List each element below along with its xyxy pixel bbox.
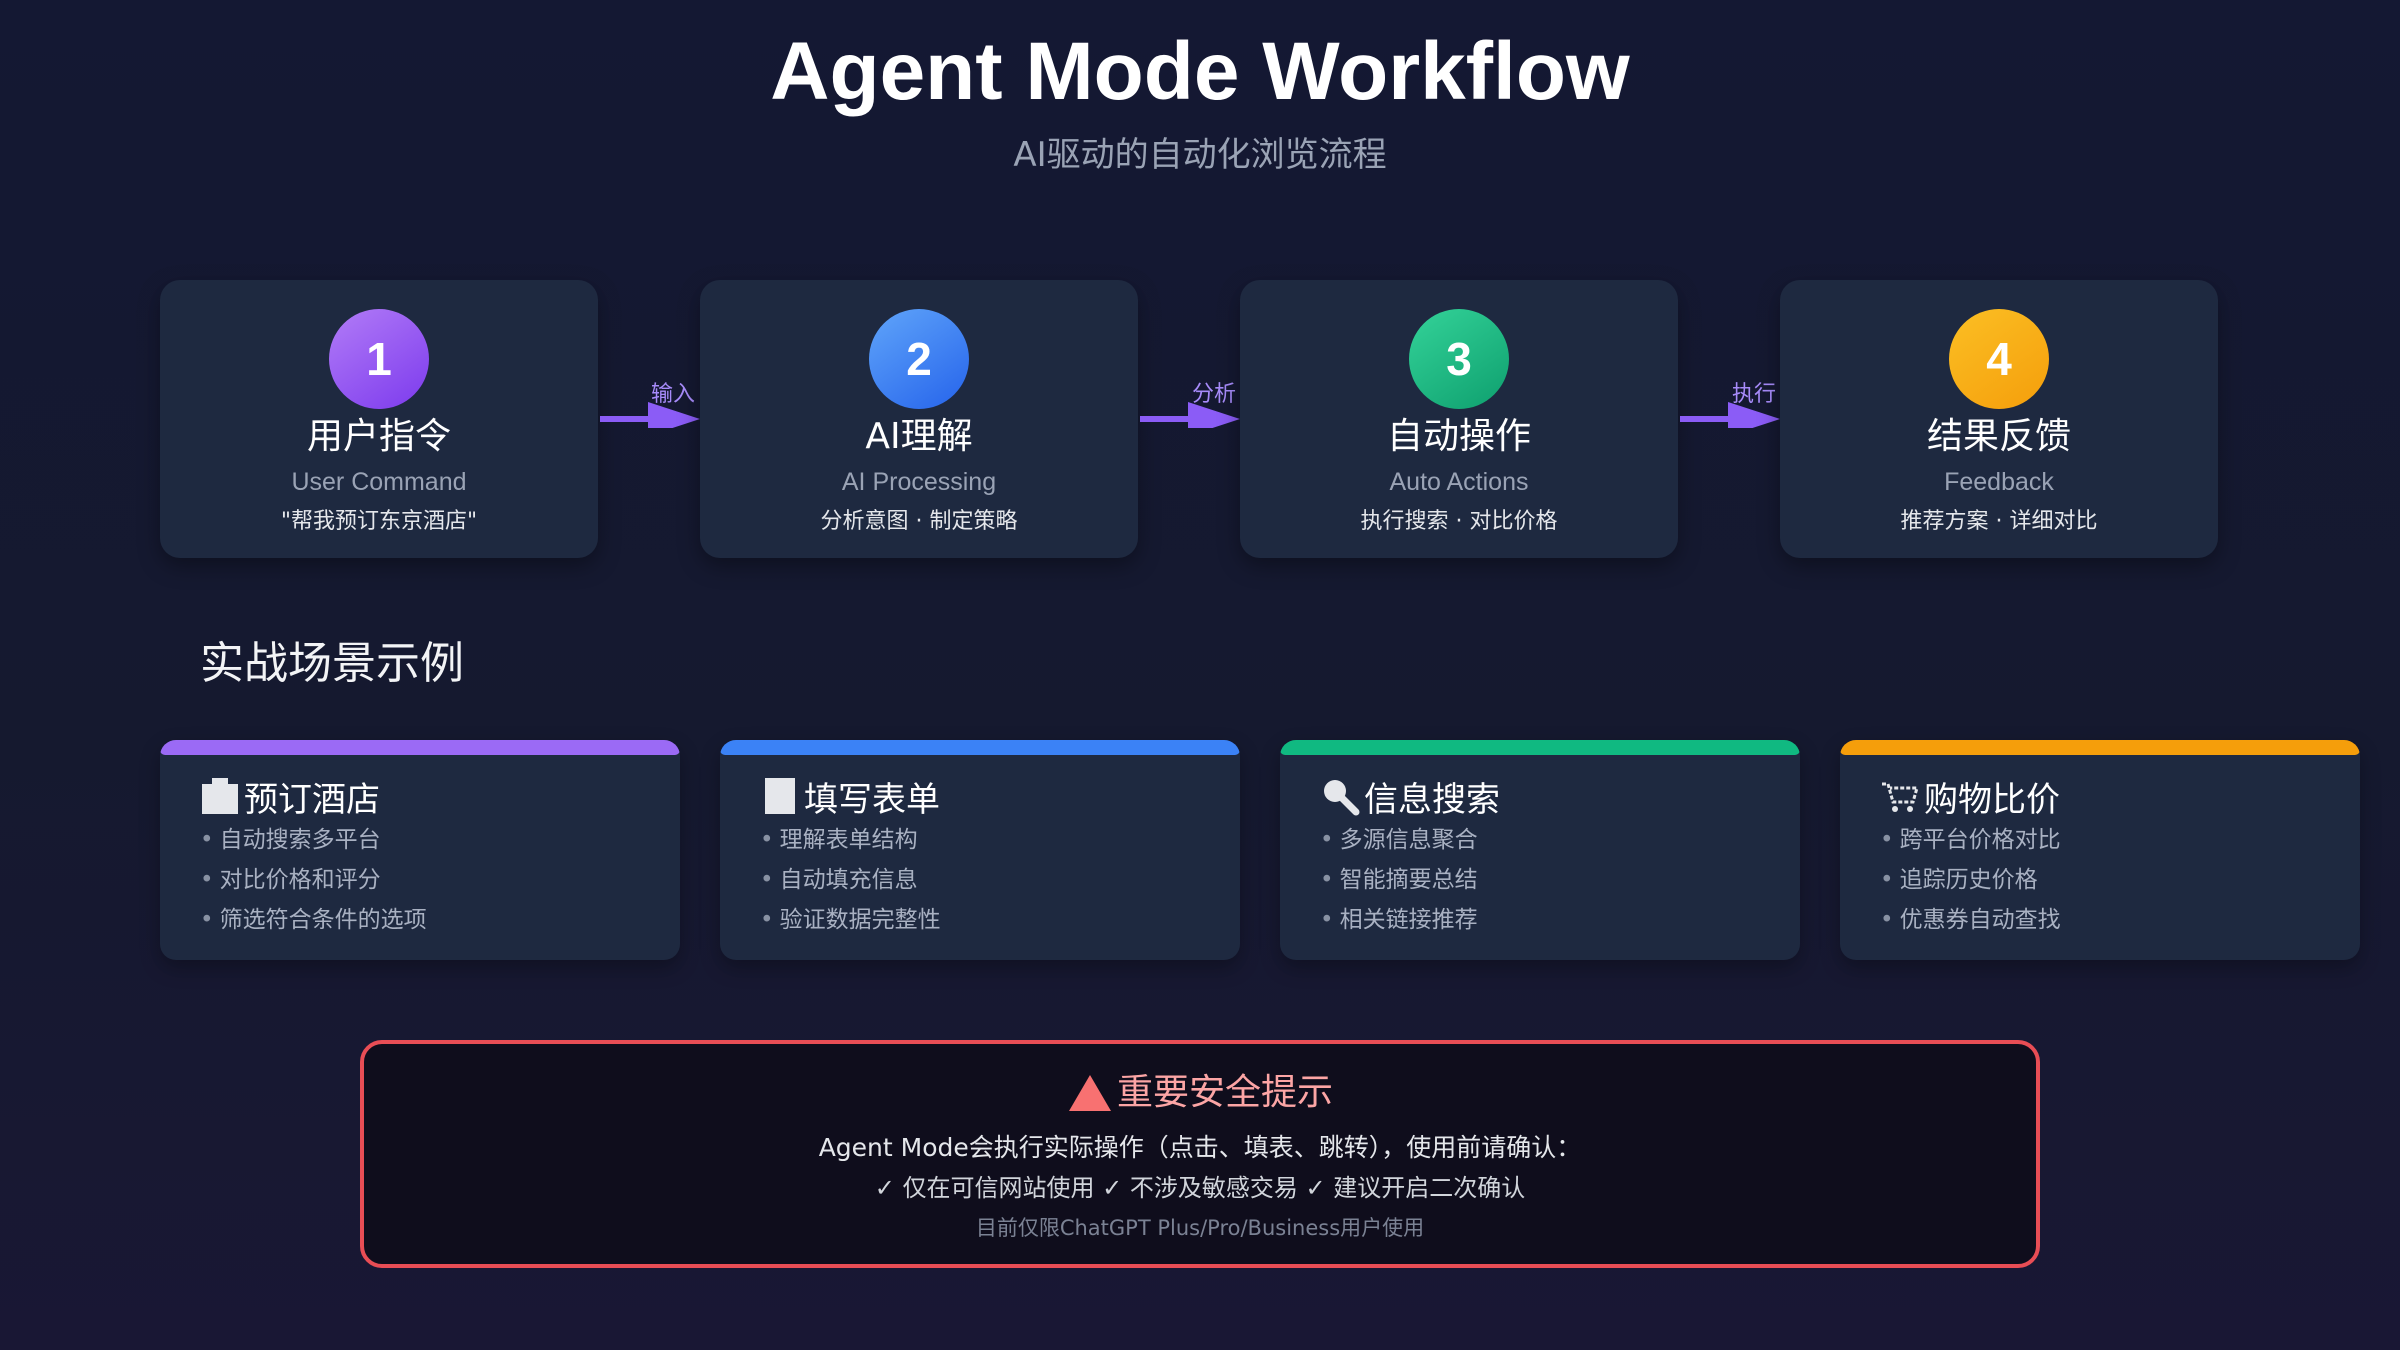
arrow-right-icon <box>600 402 700 428</box>
step-title: 用户指令 <box>306 416 451 457</box>
section-title: 实战场景示例 <box>200 638 464 689</box>
list-item: •优惠券自动查找 <box>1880 907 2061 933</box>
scenario-bullets: •自动搜索多平台 •对比价格和评分 •筛选符合条件的选项 <box>200 820 427 940</box>
page-title: Agent Mode Workflow <box>770 26 1630 117</box>
scenario-title: 预订酒店 <box>244 779 380 820</box>
list-item: •追踪历史价格 <box>1880 867 2038 893</box>
scenario-card-hotel: 预订酒店 •自动搜索多平台 •对比价格和评分 •筛选符合条件的选项 <box>160 740 680 960</box>
page-subtitle: AI驱动的自动化浏览流程 <box>1013 135 1387 175</box>
list-item: •自动填充信息 <box>760 867 918 893</box>
step-subtitle: Feedback <box>1944 468 2054 496</box>
scenario-header: 信息搜索 <box>1320 768 1500 824</box>
shopping-cart-icon <box>1882 782 1919 812</box>
warning-checklist: ✓ 仅在可信网站使用 ✓ 不涉及敏感交易 ✓ 建议开启二次确认 <box>874 1174 1526 1202</box>
step-number-badge: 1 <box>329 309 429 409</box>
step-card-feedback: 4 结果反馈 Feedback 推荐方案 · 详细对比 <box>1780 280 2218 558</box>
arrow-label: 输入 <box>650 382 695 407</box>
scenario-header: 填写表单 <box>760 768 940 824</box>
warning-footnote: 目前仅限ChatGPT Plus/Pro/Business用户使用 <box>975 1216 1425 1240</box>
card-accent-bar <box>1280 740 1800 755</box>
scenario-header: 预订酒店 <box>200 768 380 824</box>
step-description: 分析意图 · 制定策略 <box>820 509 1018 534</box>
arrow-label: 分析 <box>1191 382 1236 407</box>
scenario-bullets: •多源信息聚合 •智能摘要总结 •相关链接推荐 <box>1320 820 1478 940</box>
step-description: 推荐方案 · 详细对比 <box>1900 509 2098 534</box>
warning-description: Agent Mode会执行实际操作（点击、填表、跳转），使用前请确认： <box>818 1133 1582 1162</box>
scenario-title: 填写表单 <box>804 779 940 820</box>
scenario-header: 购物比价 <box>1880 768 2060 824</box>
arrow-right-icon <box>1680 402 1780 428</box>
scenario-bullets: •跨平台价格对比 •追踪历史价格 •优惠券自动查找 <box>1880 820 2061 940</box>
card-accent-bar <box>1840 740 2360 755</box>
card-accent-bar <box>160 740 680 755</box>
hotel-icon <box>202 778 238 814</box>
scenario-card-form: 填写表单 •理解表单结构 •自动填充信息 •验证数据完整性 <box>720 740 1240 960</box>
list-item: •相关链接推荐 <box>1320 907 1478 933</box>
scenario-bullets: •理解表单结构 •自动填充信息 •验证数据完整性 <box>760 820 941 940</box>
list-item: •理解表单结构 <box>760 827 918 853</box>
list-item: •多源信息聚合 <box>1320 827 1478 853</box>
step-number-badge: 4 <box>1949 309 2049 409</box>
step-subtitle: Auto Actions <box>1389 468 1529 496</box>
card-accent-bar <box>720 740 1240 755</box>
list-item: •智能摘要总结 <box>1320 867 1478 893</box>
list-item: •筛选符合条件的选项 <box>200 907 427 933</box>
step-card-ai-processing: 2 AI理解 AI Processing 分析意图 · 制定策略 <box>700 280 1138 558</box>
scenario-title: 信息搜索 <box>1364 779 1500 820</box>
step-description: 执行搜索 · 对比价格 <box>1360 509 1558 534</box>
list-item: •对比价格和评分 <box>200 867 381 893</box>
arrow-label: 执行 <box>1731 382 1776 407</box>
list-item: •跨平台价格对比 <box>1880 827 2061 853</box>
scenario-card-shopping: 购物比价 •跨平台价格对比 •追踪历史价格 •优惠券自动查找 <box>1840 740 2360 960</box>
magnifier-icon <box>1324 780 1360 816</box>
step-description: "帮我预订东京酒店" <box>280 509 478 534</box>
step-subtitle: User Command <box>291 468 467 496</box>
step-title: 结果反馈 <box>1926 416 2071 457</box>
scenario-title: 购物比价 <box>1924 779 2060 820</box>
warning-triangle-icon <box>1068 1075 1111 1111</box>
step-number-badge: 2 <box>869 309 969 409</box>
step-title: 自动操作 <box>1386 416 1531 457</box>
document-icon <box>765 778 795 814</box>
safety-warning-box: 重要安全提示 Agent Mode会执行实际操作（点击、填表、跳转），使用前请确… <box>360 1040 2040 1268</box>
scenario-card-search: 信息搜索 •多源信息聚合 •智能摘要总结 •相关链接推荐 <box>1280 740 1800 960</box>
step-subtitle: AI Processing <box>841 468 997 496</box>
step-number-badge: 3 <box>1409 309 1509 409</box>
warning-header: 重要安全提示 <box>364 1066 2036 1120</box>
list-item: •自动搜索多平台 <box>200 827 381 853</box>
step-card-auto-actions: 3 自动操作 Auto Actions 执行搜索 · 对比价格 <box>1240 280 1678 558</box>
step-card-user-command: 1 用户指令 User Command "帮我预订东京酒店" <box>160 280 598 558</box>
arrow-right-icon <box>1140 402 1240 428</box>
step-title: AI理解 <box>865 416 973 457</box>
list-item: •验证数据完整性 <box>760 907 941 933</box>
warning-title: 重要安全提示 <box>1116 1072 1333 1113</box>
